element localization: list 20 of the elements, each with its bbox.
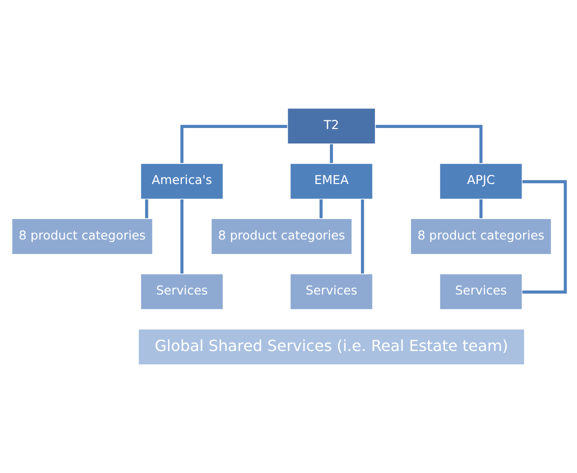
- node-box: T2: [286, 108, 376, 145]
- connector: [479, 199, 482, 218]
- node-box: Services: [438, 273, 523, 310]
- connector: [522, 180, 567, 294]
- connector: [376, 124, 482, 164]
- node-box: Services: [140, 273, 224, 310]
- connector: [320, 199, 323, 218]
- node-box: 8 product categories: [410, 218, 552, 256]
- node-box: America's: [140, 162, 224, 200]
- node-box: EMEA: [289, 162, 374, 200]
- node-box: Global Shared Services (i.e. Real Estate team): [138, 328, 526, 366]
- node-box: Services: [289, 273, 374, 310]
- connector: [180, 124, 288, 164]
- node-box: APJC: [438, 162, 523, 200]
- connector: [145, 199, 148, 218]
- connector: [180, 200, 184, 274]
- node-box: 8 product categories: [11, 218, 154, 256]
- node-box: 8 product categories: [210, 218, 353, 256]
- connector: [330, 144, 333, 163]
- connector: [360, 200, 364, 274]
